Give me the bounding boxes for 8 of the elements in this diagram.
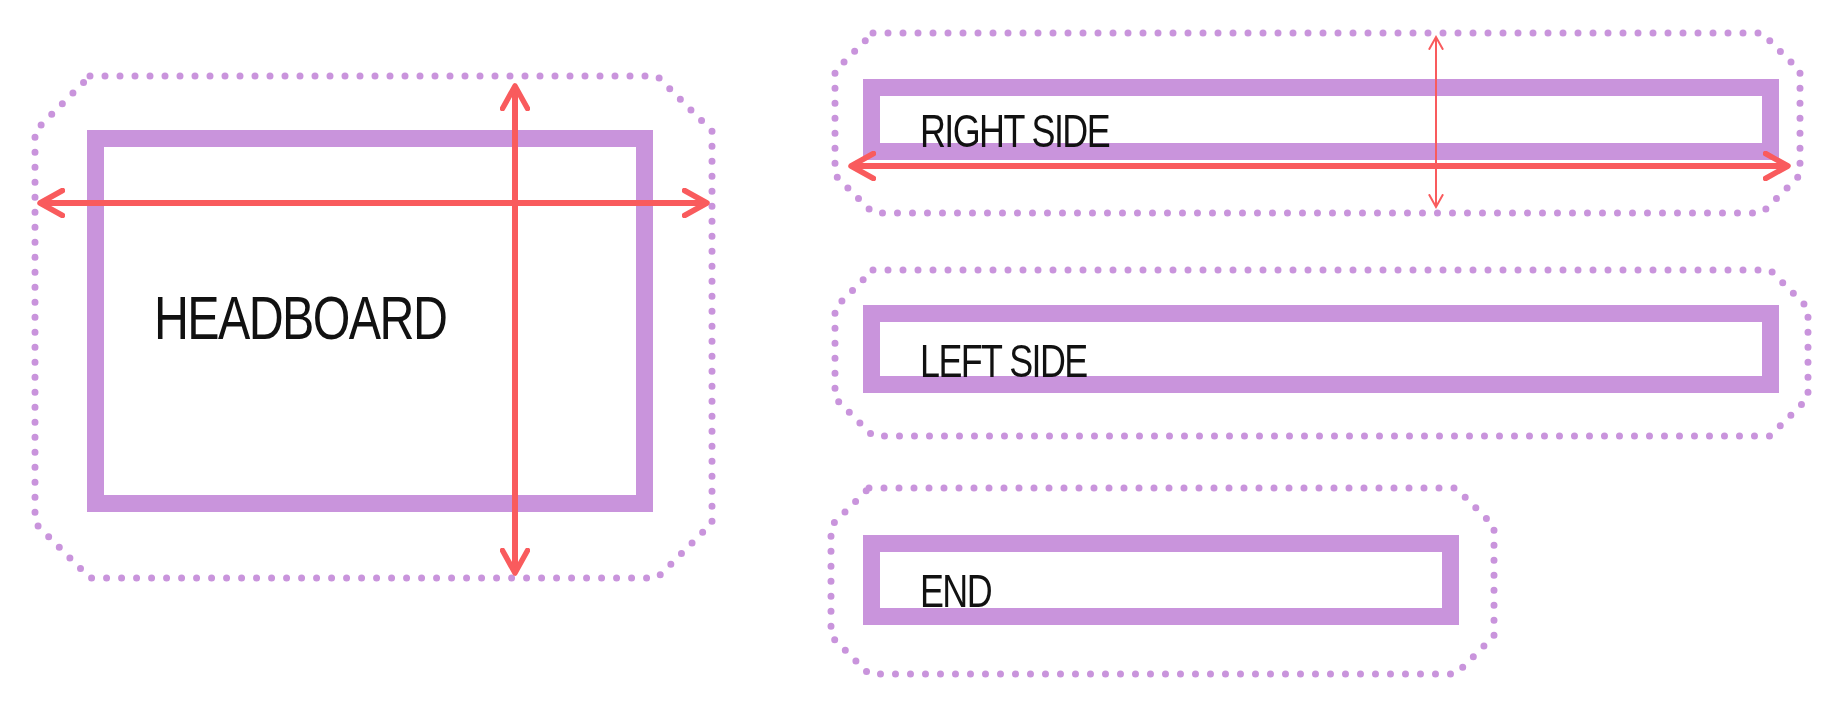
board-rectangle xyxy=(863,535,1459,625)
board-label: HEADBOARD xyxy=(154,287,447,349)
board-rectangle xyxy=(863,305,1779,393)
board-rectangle xyxy=(87,130,653,512)
board-rectangle xyxy=(863,79,1779,160)
board-label: LEFT SIDE xyxy=(920,338,1087,384)
board-label: RIGHT SIDE xyxy=(920,108,1110,154)
board-label: END xyxy=(920,568,992,614)
